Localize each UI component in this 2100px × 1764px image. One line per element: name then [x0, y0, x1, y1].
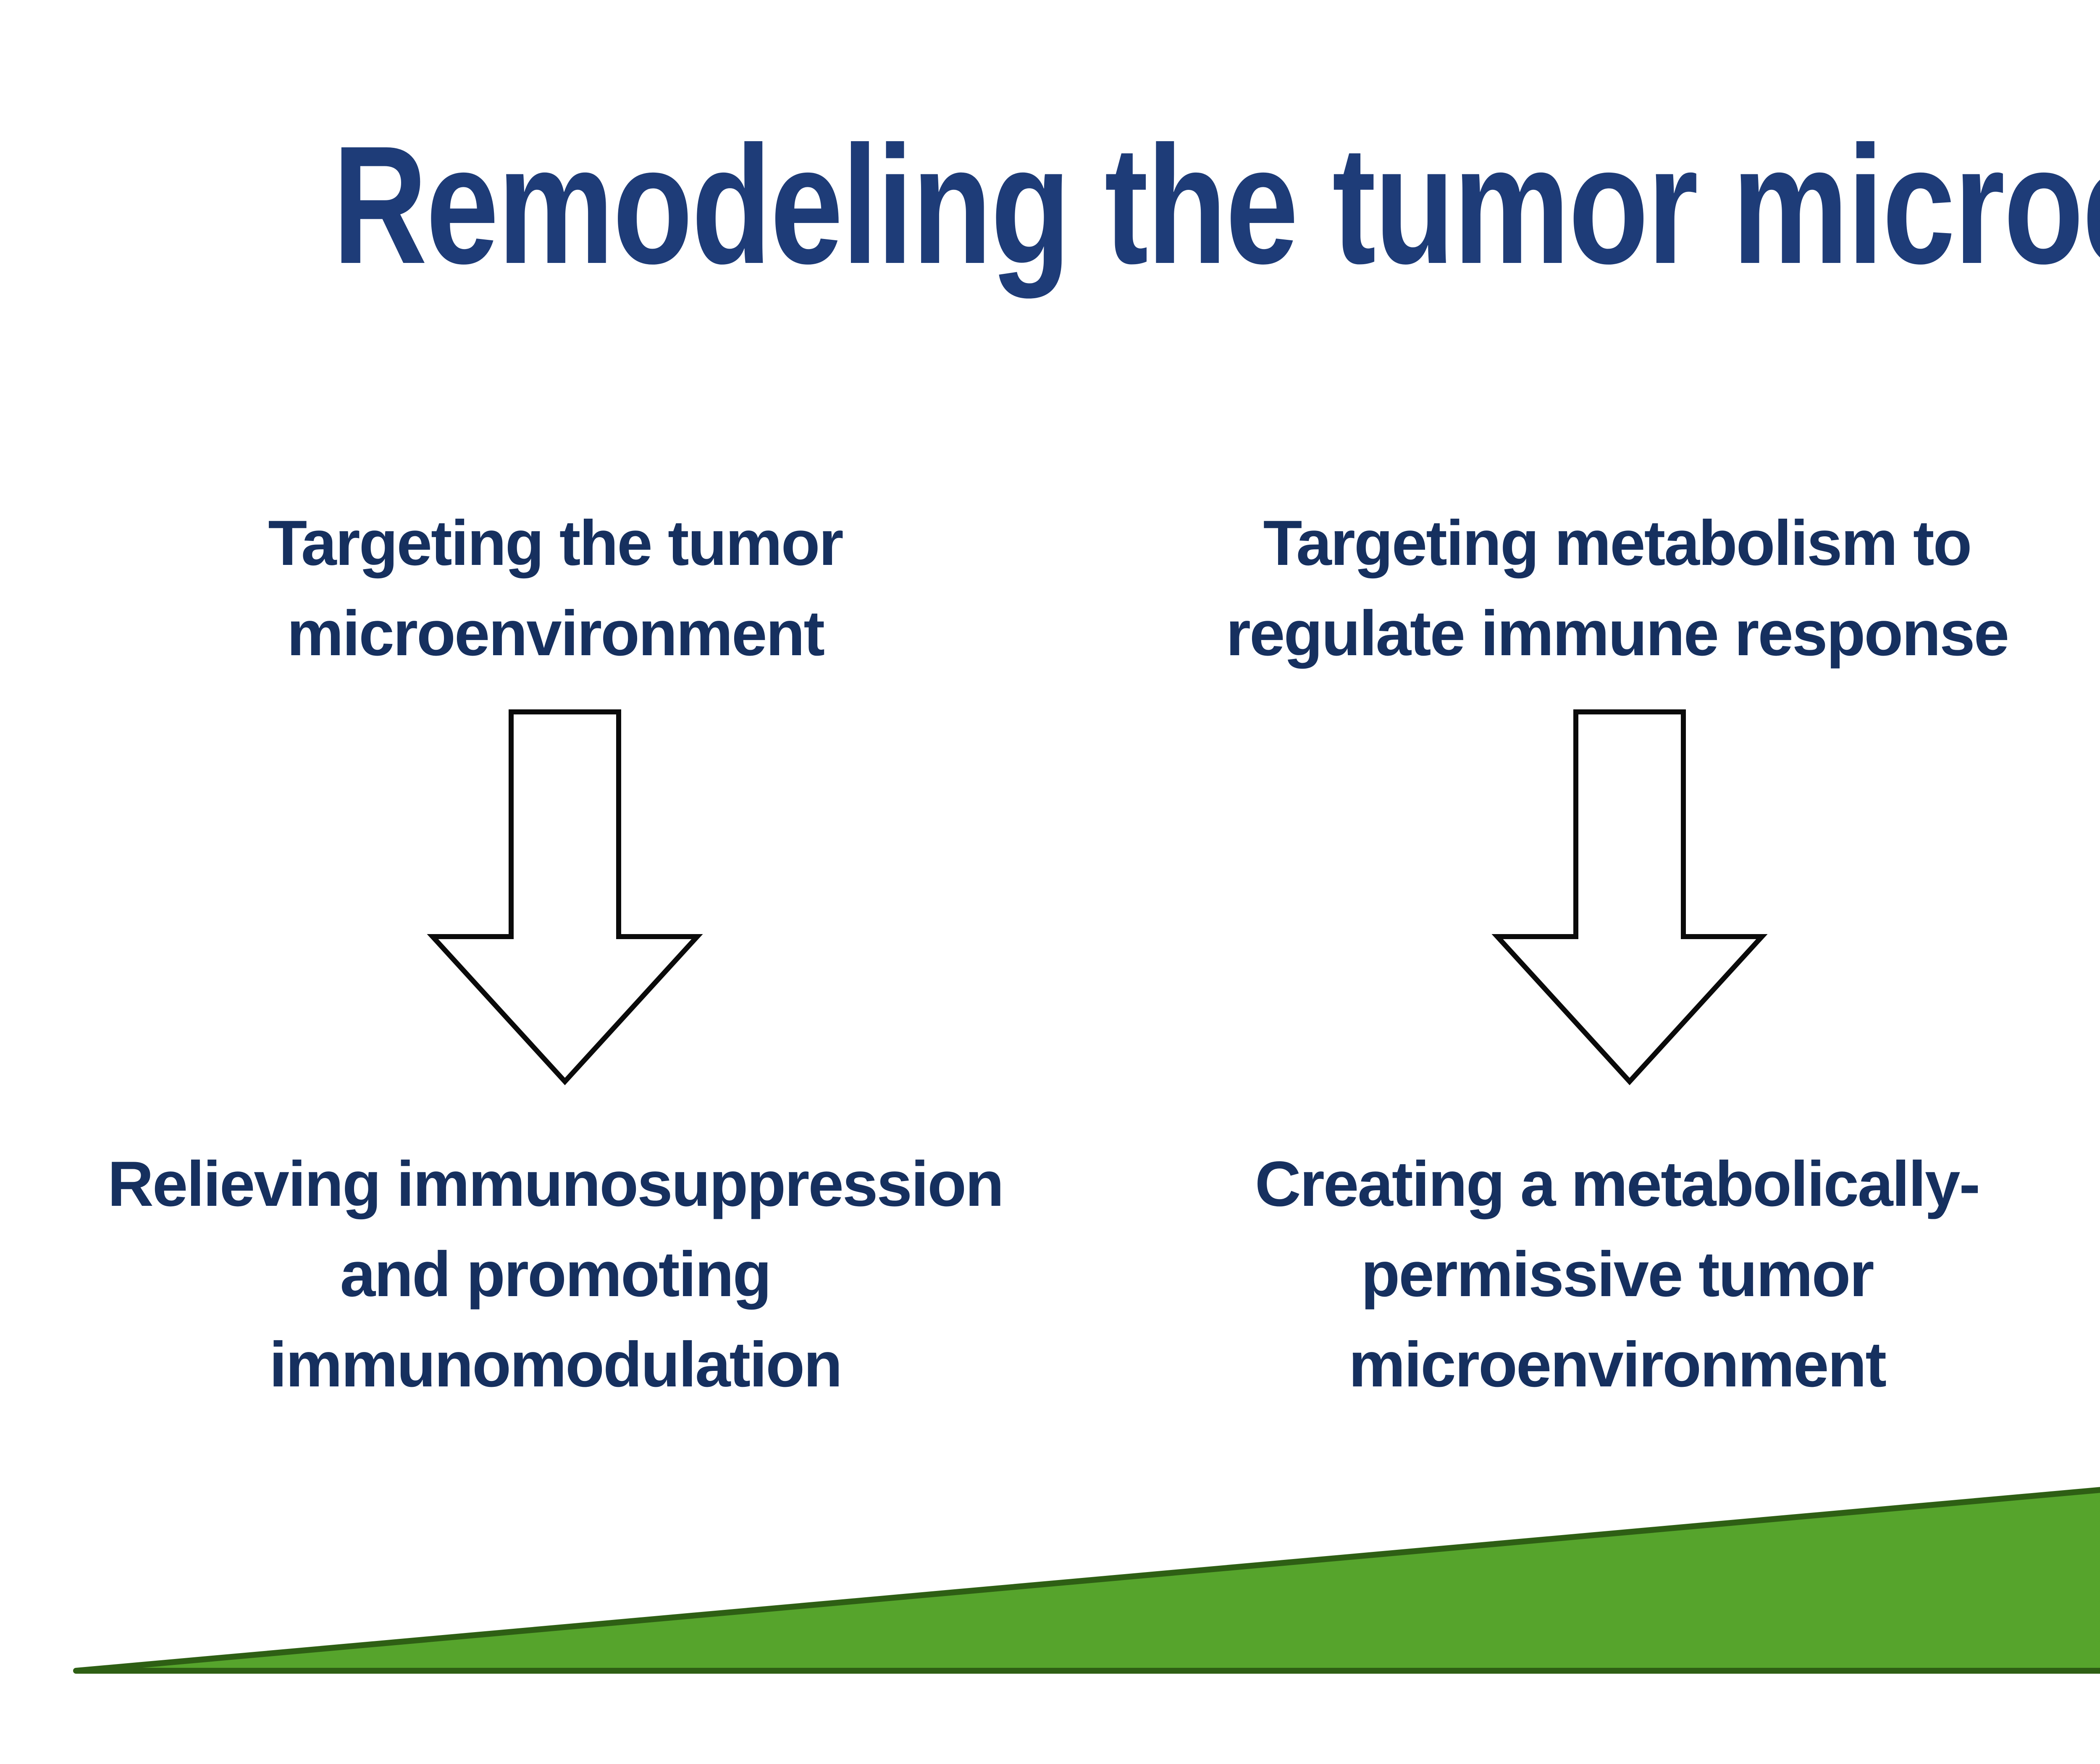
bottom-label-line: Creating a metabolically- [1255, 1148, 1980, 1220]
bottom-label-line: immunomodulation [269, 1329, 843, 1400]
top-label-line: Targeting metabolism to [1263, 507, 1972, 579]
page-title: Remodeling the tumor microenvironment [333, 111, 2100, 299]
bottom-label-line: microenvironment [1348, 1329, 1887, 1400]
bottom-label-line: Relieving immunosuppression [108, 1148, 1004, 1220]
column-tumor-microenvironment-bottom-label: Relieving immunosuppression and promotin… [93, 1139, 1017, 1410]
top-label-line: Targeting the tumor [268, 507, 843, 579]
column-tumor-microenvironment-top-label: Targeting the tumor microenvironment [93, 498, 1017, 679]
column-metabolism-top-label: Targeting metabolism to regulate immune … [1155, 498, 2079, 679]
bottom-label-line: permissive tumor [1361, 1239, 1874, 1310]
top-label-line: microenvironment [286, 598, 825, 669]
down-arrow-icon [427, 709, 703, 1085]
down-arrow-icon [1491, 709, 1768, 1085]
bottom-label-line: and promoting [340, 1239, 772, 1310]
top-label-line: regulate immune response [1226, 598, 2009, 669]
column-metabolism-bottom-label: Creating a metabolically- permissive tum… [1155, 1139, 2079, 1410]
